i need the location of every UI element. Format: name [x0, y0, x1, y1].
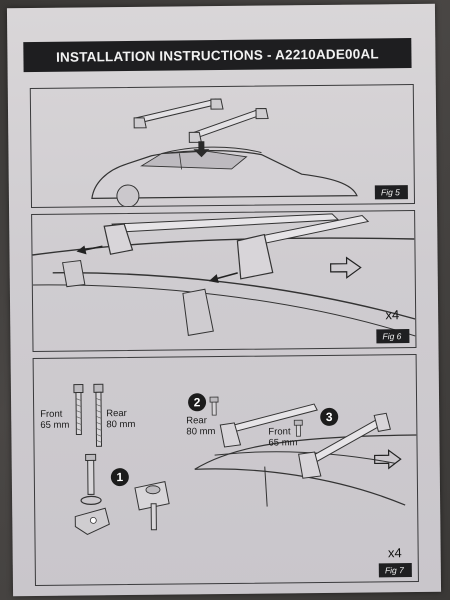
figure-6-panel: x4 Fig 6	[31, 209, 417, 353]
page-title: INSTALLATION INSTRUCTIONS - A2210ADE00AL	[23, 38, 412, 73]
foot-left	[103, 223, 134, 255]
bolt-assembly-exploded	[74, 453, 110, 536]
step-2-badge: 2	[187, 393, 207, 412]
roof-rail-lower	[52, 272, 416, 320]
fig6-tag: Fig 6	[376, 329, 410, 344]
fig7-tag: Fig 7	[378, 563, 412, 578]
fig7-direction-arrow-icon	[374, 449, 402, 470]
roof-outline	[194, 434, 417, 470]
car-wheel	[116, 184, 140, 208]
bolt-rear-icon	[93, 383, 104, 447]
bolt-front-icon	[73, 383, 84, 436]
bolt-rear-label: Rear 80 mm	[106, 408, 136, 431]
fig5-tag: Fig 5	[374, 185, 408, 200]
instruction-sheet: INSTALLATION INSTRUCTIONS - A2210ADE00AL	[6, 3, 442, 597]
fig6-illustration	[32, 213, 416, 337]
down-arrow-icon	[193, 141, 210, 158]
front-65mm-label: Front 65 mm	[268, 426, 298, 449]
arrow-left-icon	[82, 245, 103, 252]
step-1-badge: 1	[110, 468, 129, 487]
fig7-illustration	[73, 383, 417, 536]
roof-rail-upper	[32, 237, 415, 256]
figure-5-panel: Fig 5	[29, 84, 416, 209]
fig7-multiplier: x4	[387, 545, 402, 561]
step-3-badge: 3	[320, 407, 339, 426]
clamp-assembled	[134, 481, 170, 531]
rear-80mm-label: Rear 80 mm	[186, 415, 216, 438]
bolt-front-label: Front 65 mm	[40, 408, 70, 431]
roof-bar-rear	[133, 98, 224, 129]
fig6-multiplier: x4	[385, 307, 400, 323]
figure-7-panel: Front 65 mm Rear 80 mm 1 2 3 Rear 80 mm …	[32, 353, 419, 586]
fig5-illustration	[91, 98, 358, 208]
front-bolt-callout-icon	[293, 419, 303, 437]
foot-right	[236, 233, 274, 280]
rear-bolt-callout-icon	[209, 396, 219, 416]
roof-bar-front	[188, 108, 269, 143]
direction-arrow-icon	[330, 256, 362, 279]
car-windows	[140, 150, 248, 170]
